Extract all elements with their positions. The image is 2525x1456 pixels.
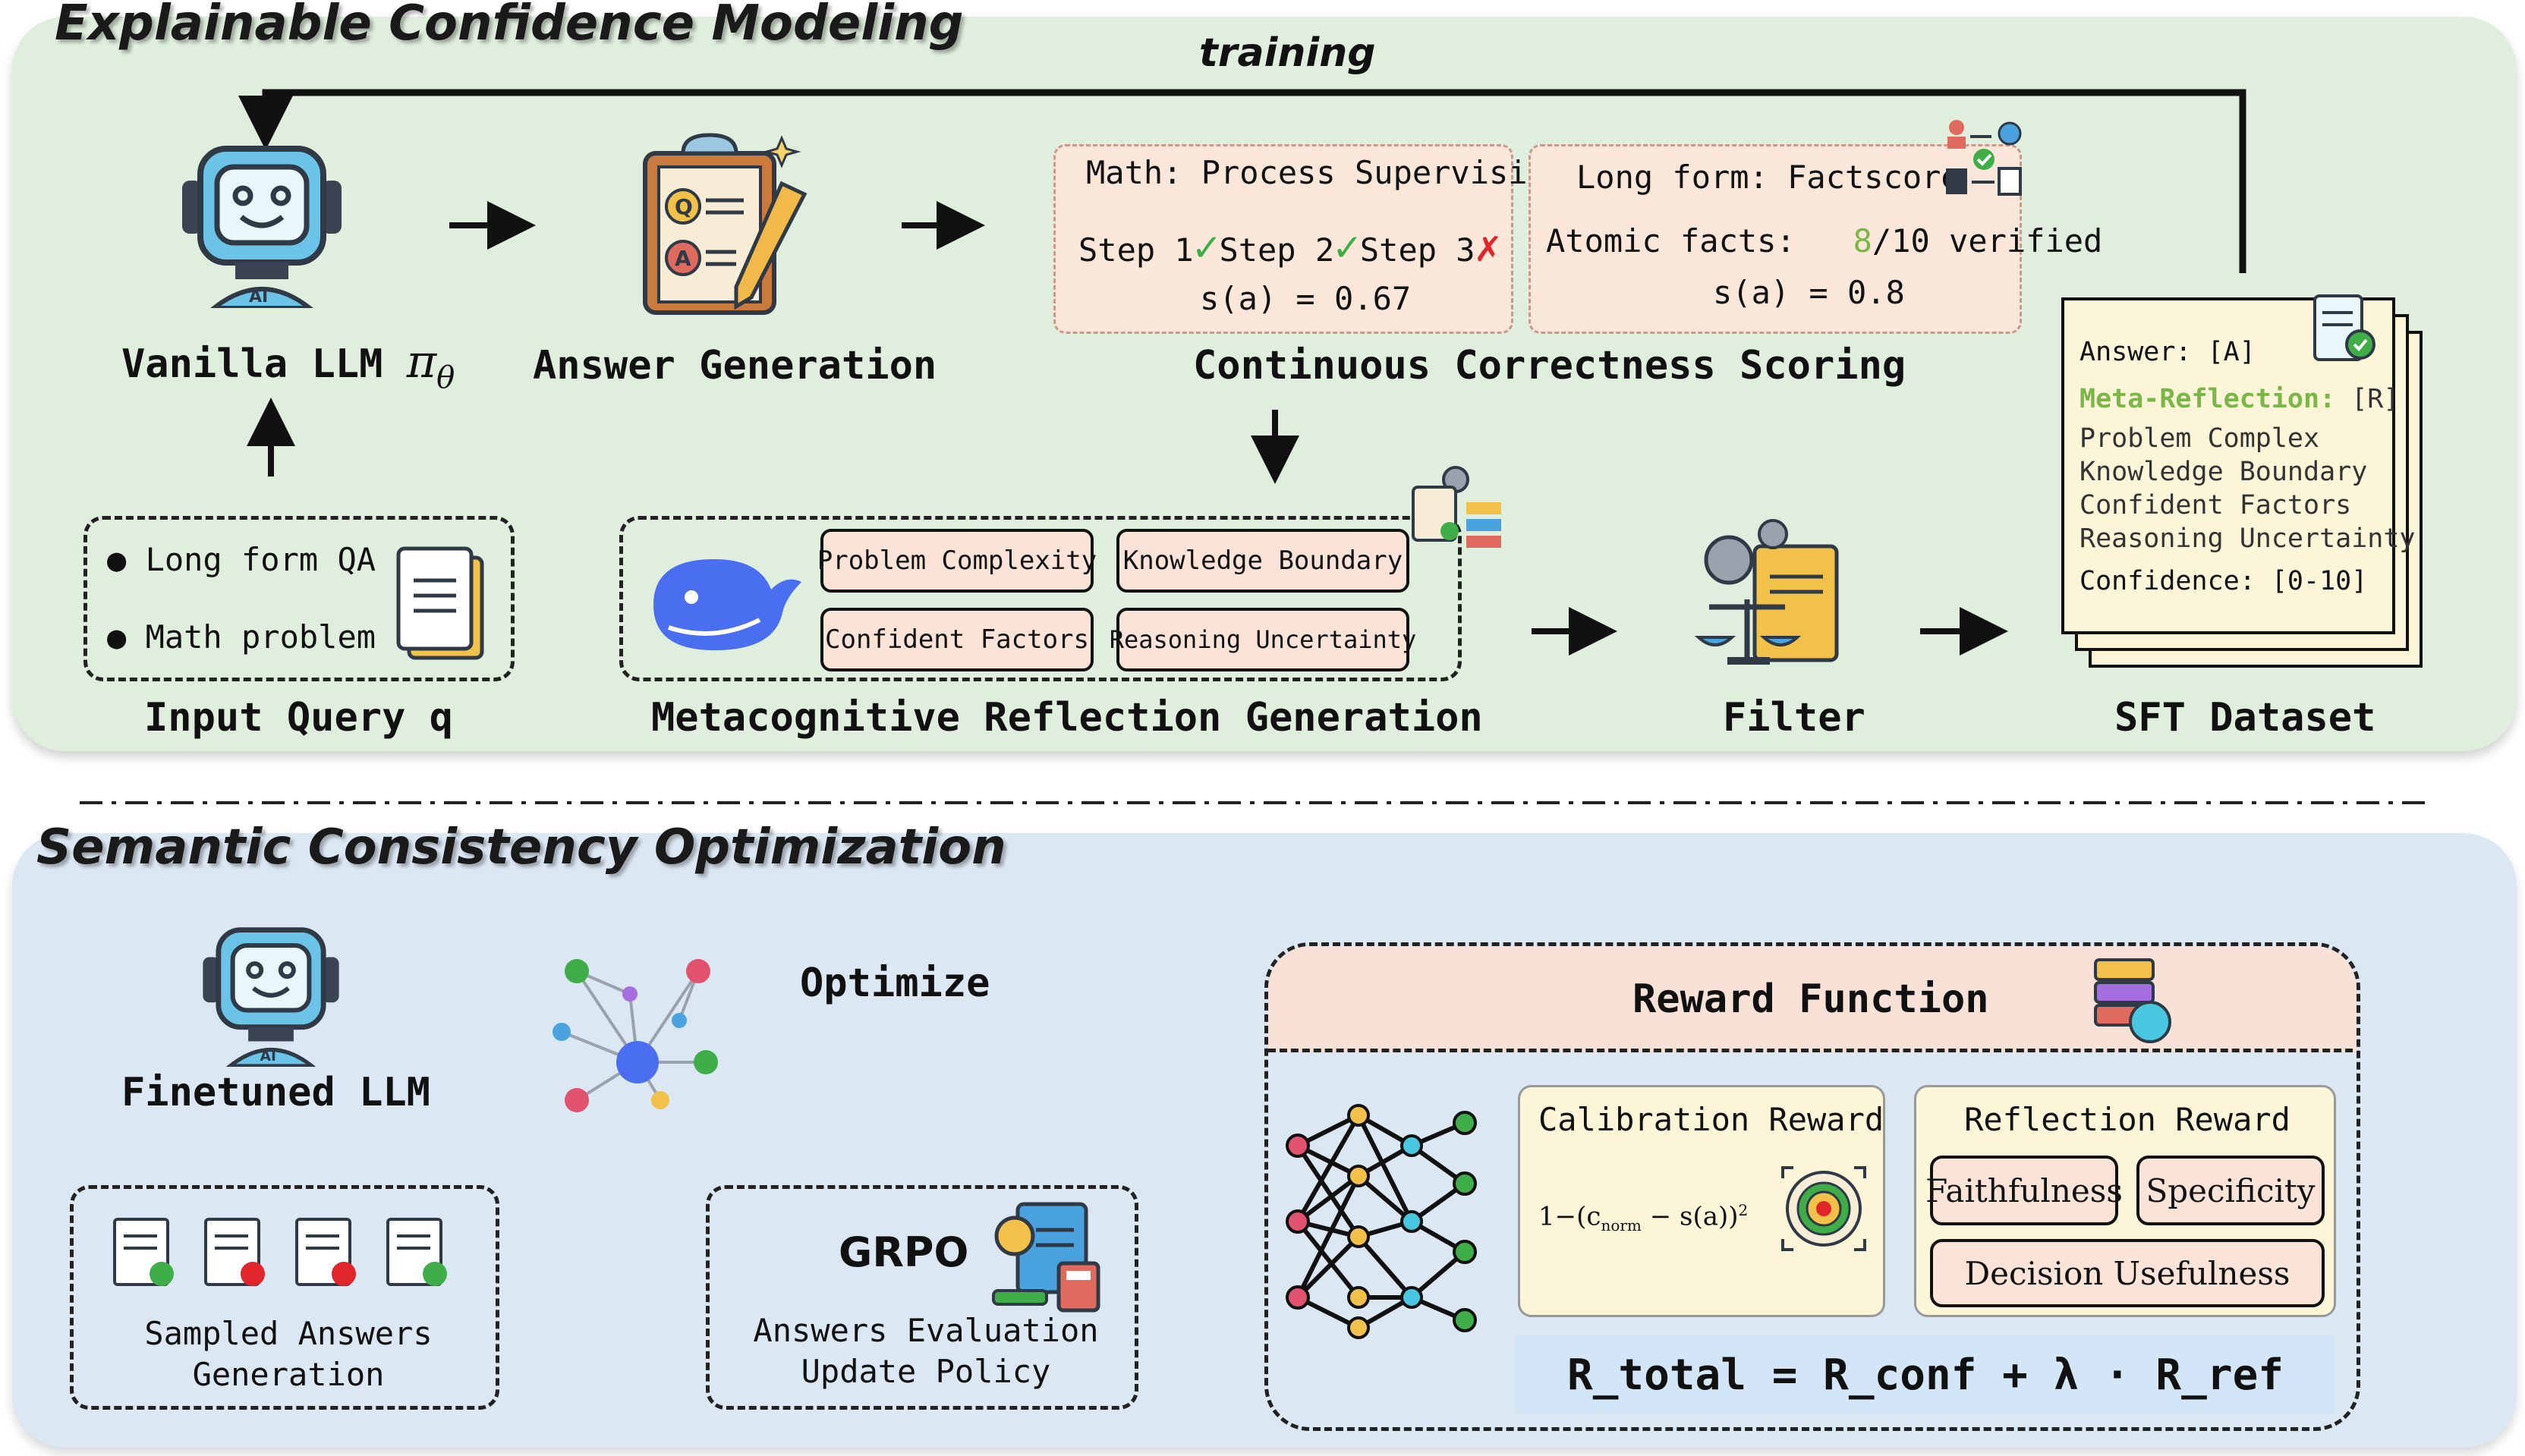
policy-calculator-icon (992, 1202, 1100, 1313)
longform-box: Long form: Factscore Atomic facts: 8/10 … (1529, 144, 2102, 334)
reflection-reward-title: Reflection Reward (1964, 1101, 2290, 1138)
math-steps-row: Step 1✓Step 2✓Step 3✗ (1078, 222, 1500, 272)
vanilla-llm-label: Vanilla LLM πθ (121, 335, 455, 395)
sft-meta-row: Meta-Reflection: [R] (2080, 384, 2399, 414)
filter-label: Filter (1723, 695, 1865, 741)
tag-knowledge-boundary: Knowledge Boundary (1116, 529, 1409, 593)
tag-reasoning-uncertainty: Reasoning Uncertainty (1110, 608, 1416, 671)
robot-icon: AI (182, 146, 342, 308)
longform-title: Long form: Factscore (1576, 159, 1960, 196)
cal-formula-main: 1−(c (1538, 1201, 1601, 1232)
section-title-explainable: Explainable Confidence Modeling (55, 0, 964, 52)
total-reward-formula: R_total = R_conf + λ · R_ref (1566, 1351, 2284, 1400)
doc-wrong-1 (204, 1218, 265, 1286)
sft-line-4: Reasoning Uncertainty (2080, 524, 2416, 554)
verification-flow-icon (1946, 120, 2022, 196)
reward-function-box: Reward Function (1264, 942, 2360, 1431)
input-item-math-text: Math problem (145, 618, 376, 656)
specificity-button: Specificity (2136, 1156, 2325, 1225)
whale-logo-icon (653, 559, 801, 650)
step3-cross-icon: ✗ (1475, 222, 1501, 272)
finetuned-llm-label: Finetuned LLM (121, 1070, 430, 1115)
target-icon (1781, 1166, 1866, 1251)
total-reward-bar: R_total = R_conf + λ · R_ref (1515, 1335, 2336, 1414)
step2-check-icon: ✓ (1334, 222, 1360, 272)
pi-symbol: π (406, 335, 437, 388)
facts-verified-count: 8 (1853, 222, 1872, 259)
database-settings-icon (2094, 958, 2171, 1043)
step3-text: Step 3 (1359, 231, 1475, 269)
doc-wrong-2 (295, 1218, 356, 1286)
sft-meta-val: [R] (2335, 384, 2400, 414)
sft-line-3: Confident Factors (2080, 490, 2352, 520)
qa-clipboard-icon: Q A (643, 133, 808, 315)
math-process-box: Math: Process Supervision Step 1✓Step 2✓… (1053, 144, 1566, 334)
doc-correct-1 (113, 1218, 174, 1286)
svg-text:A: A (675, 246, 691, 271)
grpo-line1: Answers Evaluation (753, 1312, 1099, 1349)
neural-network-icon (1286, 1104, 1477, 1339)
sft-line-1: Problem Complex (2080, 423, 2320, 454)
answer-docs-icons (113, 1218, 447, 1286)
step1-text: Step 1 (1078, 231, 1194, 269)
reflection-box: Problem Complexity Knowledge Boundary Co… (619, 516, 1462, 681)
sampled-line2: Generation (192, 1356, 385, 1393)
training-loop-arrow (238, 89, 2246, 273)
input-item-long-form: ● Long form QA (107, 541, 376, 578)
tag-confident-factors: Confident Factors (820, 608, 1094, 671)
tag-problem-complexity: Problem Complexity (817, 529, 1097, 593)
math-box-title: Math: Process Supervision (1086, 154, 1566, 191)
section-title-semantic: Semantic Consistency Optimization (36, 819, 1006, 876)
calibration-formula: 1−(cnorm − s(a))2 (1538, 1201, 1748, 1234)
step2-text: Step 2 (1219, 231, 1335, 269)
optimize-label: Optimize (800, 961, 990, 1006)
sft-meta-key: Meta-Reflection: (2080, 384, 2336, 414)
vanilla-llm-text: Vanilla LLM (121, 341, 383, 387)
atomic-facts-row: Atomic facts: 8/10 verified (1546, 222, 2102, 259)
document-stack-icon (396, 546, 484, 660)
scoring-label: Continuous Correctness Scoring (1193, 343, 1906, 388)
doc-correct-2 (386, 1218, 447, 1286)
calibration-title: Calibration Reward (1538, 1101, 1884, 1138)
facts-prefix: Atomic facts: (1546, 222, 1796, 259)
decision-usefulness-button: Decision Usefulness (1930, 1239, 2325, 1307)
svg-text:AI: AI (249, 288, 268, 307)
faithfulness-button: Faithfulness (1925, 1156, 2123, 1225)
checklist-gear-icon (1412, 466, 1501, 548)
sampled-line1: Sampled Answers (144, 1315, 433, 1352)
sft-answer: Answer: [A] (2080, 337, 2256, 367)
grpo-line2: Update Policy (801, 1353, 1051, 1390)
grpo-title: GRPO (839, 1228, 969, 1276)
input-query-label: Input Query q (144, 695, 453, 741)
input-item-long-form-text: Long form QA (145, 541, 376, 578)
math-score: s(a) = 0.67 (1200, 280, 1412, 317)
svg-text:Q: Q (675, 194, 693, 219)
facts-suffix: /10 verified (1872, 222, 2103, 259)
grpo-box: GRPO Answers Evaluation Update Policy (706, 1185, 1138, 1410)
finetuned-robot-icon: AI (203, 927, 339, 1067)
training-label: training (1199, 30, 1376, 76)
cal-formula-sub: norm (1601, 1216, 1642, 1235)
theta-subscript: θ (436, 360, 455, 395)
step1-check-icon: ✓ (1193, 222, 1220, 272)
reflection-label: Metacognitive Reflection Generation (651, 695, 1483, 741)
filter-scale-icon (1694, 519, 1839, 665)
sft-line-2: Knowledge Boundary (2080, 457, 2368, 487)
input-item-math: ● Math problem (107, 618, 376, 656)
longform-score: s(a) = 0.8 (1713, 274, 1905, 311)
cal-formula-rest: − s(a)) (1641, 1201, 1739, 1232)
calibration-reward-box: Calibration Reward 1−(cnorm − s(a))2 (1518, 1085, 1885, 1317)
sft-confidence: Confidence: [0-10] (2080, 566, 2368, 596)
input-query-box: ● Long form QA ● Math problem (83, 516, 515, 681)
reward-title: Reward Function (1632, 976, 1989, 1022)
reflection-reward-box: Reflection Reward Faithfulness Specifici… (1914, 1085, 2336, 1317)
certificate-icon (2313, 294, 2375, 361)
sampled-answers-box: Sampled Answers Generation (70, 1185, 499, 1410)
reward-header: Reward Function (1268, 946, 2357, 1052)
cal-formula-exp: 2 (1738, 1201, 1749, 1219)
sft-dataset-label: SFT Dataset (2114, 695, 2376, 741)
answer-generation-label: Answer Generation (533, 343, 937, 388)
network-graph-icon (553, 959, 718, 1112)
svg-text:AI: AI (260, 1049, 276, 1064)
